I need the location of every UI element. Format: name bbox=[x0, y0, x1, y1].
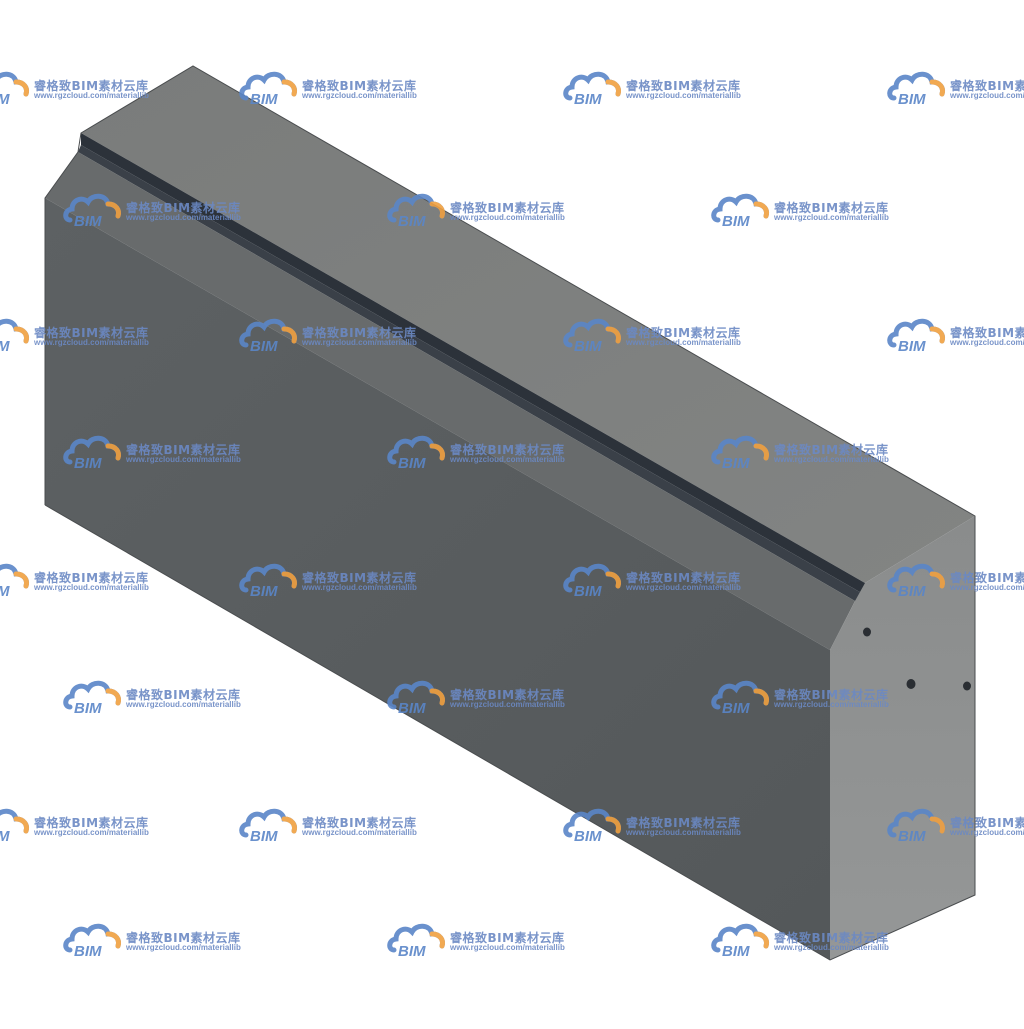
chamfer-face bbox=[45, 152, 855, 650]
top-groove bbox=[81, 133, 865, 595]
front-face bbox=[45, 198, 830, 960]
groove-inner bbox=[78, 145, 865, 601]
side-hole bbox=[906, 679, 916, 689]
side-hole bbox=[963, 681, 971, 691]
model-edge bbox=[44, 65, 976, 961]
side-hole bbox=[863, 627, 871, 637]
side-face bbox=[830, 516, 975, 960]
